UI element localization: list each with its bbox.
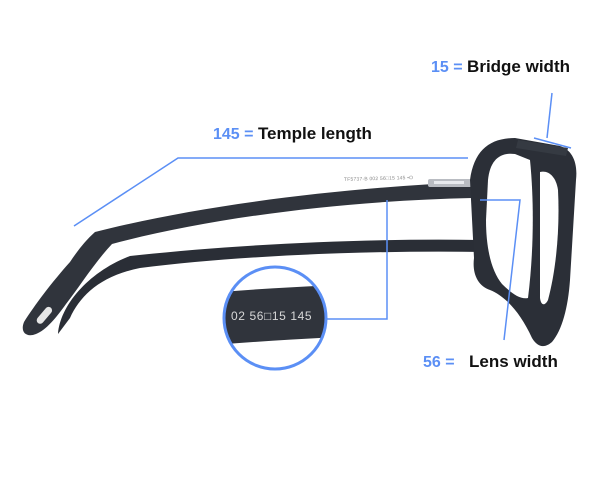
lens-width-value: 56 = xyxy=(423,354,455,371)
far-lens-opening xyxy=(540,171,559,305)
lower-temple-arm xyxy=(58,239,485,334)
lens-width-line xyxy=(480,199,521,341)
bridge-width-value: 15 = xyxy=(431,59,463,76)
temple-arm xyxy=(22,182,473,336)
eyeglasses-side-view xyxy=(22,138,577,347)
lens-width-text: Lens width xyxy=(469,352,558,371)
bridge-width-text: Bridge width xyxy=(467,57,570,76)
zoom-connector-line xyxy=(326,200,388,320)
temple-length-value: 145 = xyxy=(213,126,254,143)
zoom-print-text: 02 56□15 145 xyxy=(231,309,313,323)
earpiece-slot xyxy=(36,306,53,324)
lens-opening xyxy=(486,153,533,299)
lens-width-label: 56 = Lens width xyxy=(423,353,558,371)
temple-length-text: Temple length xyxy=(257,124,372,143)
bridge-width-line-horizontal xyxy=(533,137,572,149)
temple-length-label: 145 = Temple length xyxy=(213,125,372,143)
bridge-bar xyxy=(516,140,568,156)
bridge-width-label: 15 = Bridge width xyxy=(431,58,570,76)
bridge-width-line-vertical xyxy=(546,92,553,139)
temple-length-line xyxy=(73,157,468,227)
zoom-circle xyxy=(222,265,328,371)
